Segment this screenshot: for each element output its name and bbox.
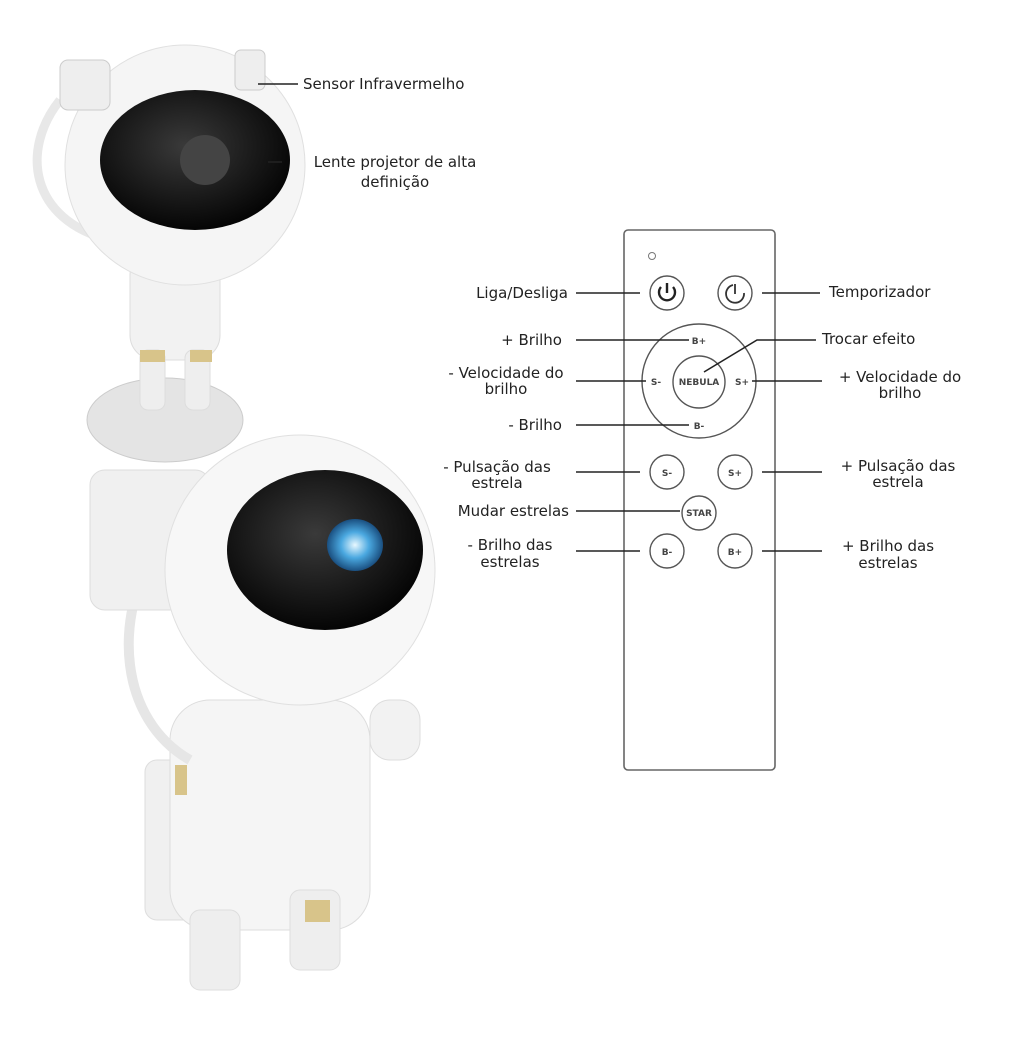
power-button[interactable]	[649, 275, 685, 311]
timer-button[interactable]	[717, 275, 753, 311]
timer-icon	[725, 284, 745, 304]
label-pulse-down-line2: estrela	[471, 474, 522, 492]
label-speed-up-line2: brilho	[879, 384, 922, 402]
led-indicator	[648, 252, 656, 260]
label-change-stars: Mudar estrelas	[458, 502, 569, 520]
star-button[interactable]: STAR	[681, 495, 717, 531]
pulse-up-button[interactable]: S+	[717, 454, 753, 490]
speed-up-button[interactable]: S+	[735, 378, 749, 388]
power-icon	[657, 283, 677, 302]
label-speed-down-line1: - Velocidade do	[448, 364, 563, 382]
label-star-brightness-up-line1: + Brilho das	[842, 537, 934, 555]
nebula-button[interactable]: NEBULA	[672, 355, 726, 409]
speed-down-button[interactable]: S-	[651, 378, 661, 388]
label-speed-up-line1: + Velocidade do	[839, 368, 961, 386]
label-star-brightness-down-line1: - Brilho das	[468, 536, 553, 554]
pulse-down-button[interactable]: S-	[649, 454, 685, 490]
star-brightness-down-label: B-	[662, 548, 673, 558]
label-speed-down-line2: brilho	[485, 380, 528, 398]
label-pulse-up-line2: estrela	[872, 473, 923, 491]
label-brightness-down: - Brilho	[508, 416, 562, 434]
astronaut-top-image	[32, 44, 306, 463]
star-brightness-down-button[interactable]: B-	[649, 533, 685, 569]
brightness-up-button[interactable]: B+	[692, 337, 706, 347]
nebula-button-label: NEBULA	[679, 378, 720, 388]
pulse-up-label: S+	[728, 469, 742, 479]
star-brightness-up-label: B+	[728, 548, 742, 558]
label-timer: Temporizador	[828, 283, 931, 301]
star-brightness-up-button[interactable]: B+	[717, 533, 753, 569]
lens-label-line2: definição	[361, 173, 430, 191]
brightness-down-button[interactable]: B-	[694, 422, 705, 432]
label-pulse-down-line1: - Pulsação das	[443, 458, 551, 476]
leader-lines	[576, 292, 822, 552]
label-change-effect: Trocar efeito	[821, 330, 915, 348]
label-star-brightness-down-line2: estrelas	[480, 553, 539, 571]
pulse-down-label: S-	[662, 469, 672, 479]
sensor-label: Sensor Infravermelho	[303, 75, 464, 93]
star-button-label: STAR	[686, 509, 712, 519]
label-brightness-up: + Brilho	[501, 331, 562, 349]
label-pulse-up-line1: + Pulsação das	[841, 457, 956, 475]
lens-label-line1: Lente projetor de alta	[314, 153, 477, 171]
label-star-brightness-up-line2: estrelas	[858, 554, 917, 572]
label-power: Liga/Desliga	[476, 284, 568, 302]
astronaut-bottom-image	[89, 434, 436, 991]
